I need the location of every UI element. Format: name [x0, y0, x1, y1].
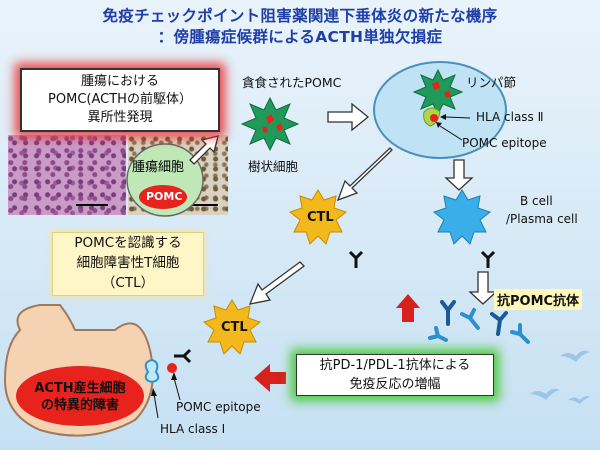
hla-class1-label: HLA class Ⅰ — [160, 422, 226, 436]
tumor-box-line-3: 異所性発現 — [87, 110, 153, 125]
anti-pomc-antibody-label: 抗POMC抗体 — [494, 289, 583, 310]
ctl-cell-lower — [174, 299, 262, 364]
hla-class1 — [144, 358, 177, 384]
pomc-epitope-bottom-label: POMC epitope — [176, 400, 261, 414]
phagocytosed-pomc-label: 貪食されたPOMC — [242, 75, 342, 90]
ctl-cell-upper — [288, 189, 364, 268]
antibody-group — [428, 300, 530, 344]
tumor-pomc-box: 腫瘍における POMC(ACTHの前駆体） 異所性発現 — [20, 68, 220, 132]
pituitary-gland — [3, 304, 154, 437]
tumor-cell-label: 腫瘍細胞 — [132, 160, 185, 175]
ctl-lower-label: CTL — [221, 320, 248, 335]
dendritic-cell-label: 樹状細胞 — [248, 159, 299, 174]
acth-cell-label-line-2: の特異的障害 — [40, 398, 119, 413]
pd1-amplification-box: 抗PD-1/PDL-1抗体による 免疫反応の増幅 — [296, 354, 494, 396]
pomc-epitope-label: POMC epitope — [462, 136, 547, 150]
bird-decorations — [530, 350, 590, 404]
acth-cell-label-line-1: ACTH産生細胞 — [34, 381, 126, 396]
lymph-node-label: リンパ節 — [466, 75, 517, 90]
bcell-label-2: /Plasma cell — [506, 212, 578, 226]
lymph-node — [373, 61, 507, 159]
pd1-box-line-2: 免疫反応の増幅 — [349, 377, 441, 392]
acth-cell-label: ACTH産生細胞 の特異的障害 — [24, 380, 136, 414]
b-cell — [432, 189, 496, 268]
ctl-box-line-1: POMCを認識する — [74, 235, 182, 251]
dendritic-cell — [240, 96, 300, 152]
hla-class2-label: HLA class Ⅱ — [476, 110, 544, 124]
tumor-cell — [126, 143, 204, 217]
tumor-box-line-2: POMC(ACTHの前駆体） — [48, 92, 192, 107]
ctl-box-line-2: 細胞障害性T細胞 — [76, 255, 180, 271]
ctl-upper-label: CTL — [307, 210, 334, 225]
tumor-box-line-1: 腫瘍における — [80, 74, 159, 89]
ctl-box-line-3: （CTL） — [101, 275, 155, 291]
pd1-box-line-1: 抗PD-1/PDL-1抗体による — [319, 358, 471, 373]
title-line-1: 免疫チェックポイント阻害薬関連下垂体炎の新たな機序 — [102, 7, 498, 25]
title-line-2: ：傍腫瘍症候群によるACTH単独欠損症 — [157, 28, 443, 46]
ctl-description-box: POMCを認識する 細胞障害性T細胞 （CTL） — [52, 232, 204, 296]
bcell-label-1: B cell — [520, 194, 553, 208]
pomc-label: POMC — [146, 190, 183, 203]
